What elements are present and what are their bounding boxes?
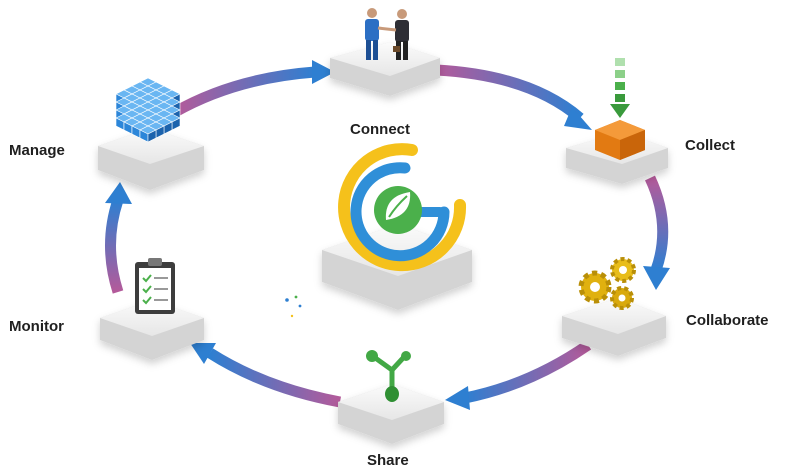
arrow-connect-to-collect — [435, 64, 584, 123]
cycle-arrows — [105, 60, 670, 410]
clipboard-icon — [135, 258, 175, 314]
arrow-collect-to-collaborate — [644, 175, 669, 272]
arrowhead-monitor — [190, 343, 216, 364]
arrowhead-share — [445, 386, 470, 410]
label-manage: Manage — [9, 142, 65, 159]
arrow-collaborate-to-share — [463, 340, 592, 404]
tile-connect — [330, 42, 440, 96]
share-icon — [366, 350, 411, 402]
decorative-dots — [285, 295, 302, 318]
tile-collaborate — [562, 298, 666, 356]
label-connect: Connect — [350, 121, 410, 138]
label-monitor: Monitor — [9, 318, 64, 335]
tile-manage — [98, 128, 204, 190]
tile-monitor — [100, 300, 204, 360]
arrowhead-collaborate — [643, 266, 670, 290]
arrow-monitor-to-manage — [105, 198, 124, 294]
label-collaborate: Collaborate — [686, 312, 769, 329]
box-icon — [595, 58, 645, 160]
tile-share — [338, 384, 444, 444]
label-share: Share — [367, 452, 409, 469]
logo-icon — [338, 143, 467, 272]
arrowhead-connect — [312, 60, 335, 84]
arrow-share-to-monitor — [207, 348, 342, 408]
label-collect: Collect — [685, 137, 736, 154]
handshake-icon — [365, 8, 409, 60]
arrow-manage-to-connect — [172, 66, 316, 117]
gears-icon — [578, 257, 636, 310]
arrowhead-manage — [105, 182, 132, 204]
cubes-icon — [115, 77, 181, 143]
arrowhead-collect — [564, 107, 592, 130]
